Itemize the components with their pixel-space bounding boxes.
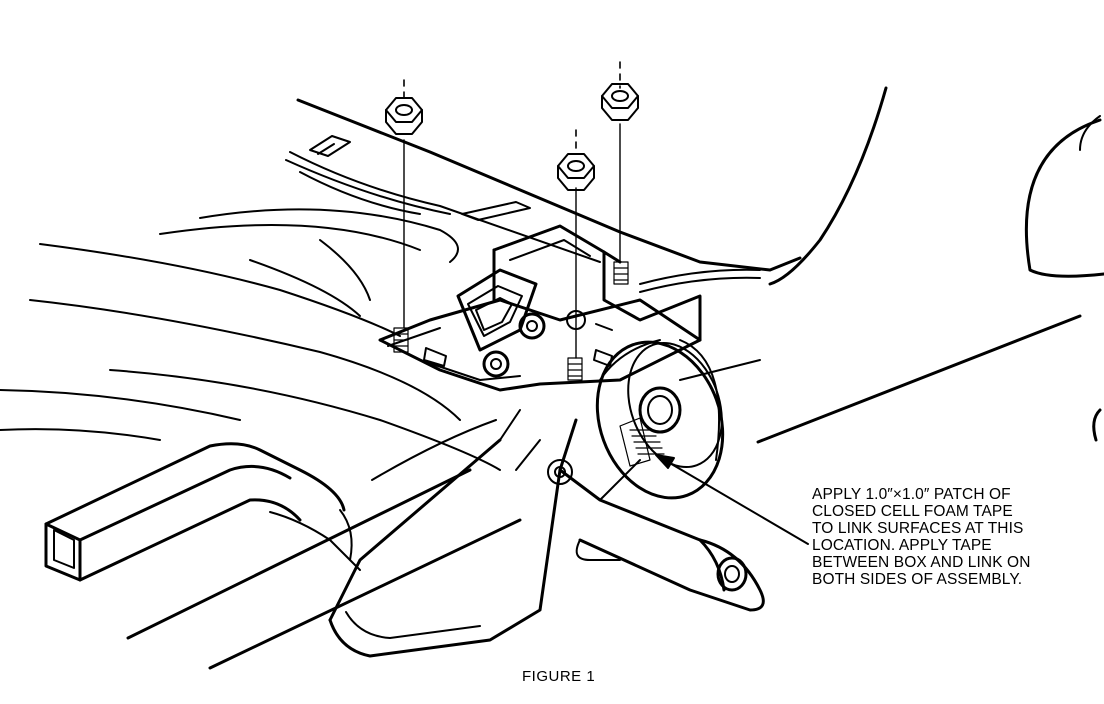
hex-nut-icon — [385, 79, 423, 329]
frame-panel — [0, 86, 1104, 670]
link-arm — [328, 409, 578, 658]
bracket-box — [378, 224, 702, 485]
figure-caption: FIGURE 1 — [522, 668, 596, 685]
callout-line: TO LINK SURFACES AT THIS — [812, 520, 1024, 537]
callout-line: CLOSED CELL FOAM TAPE — [812, 503, 1013, 520]
hex-nut-icon — [601, 61, 639, 263]
motor-cylinder — [558, 459, 765, 612]
arrow-icon — [655, 454, 809, 545]
square-tube — [44, 442, 361, 582]
callout-text: APPLY 1.0″×1.0″ PATCH OF CLOSED CELL FOA… — [812, 486, 1102, 588]
callout-line: APPLY 1.0″×1.0″ PATCH OF — [812, 486, 1011, 503]
hex-nut-icon — [557, 129, 595, 359]
callout-line: BETWEEN BOX AND LINK ON — [812, 554, 1031, 571]
callout-line: BOTH SIDES OF ASSEMBLY. — [812, 571, 1023, 588]
callout-line: LOCATION. APPLY TAPE — [812, 537, 992, 554]
